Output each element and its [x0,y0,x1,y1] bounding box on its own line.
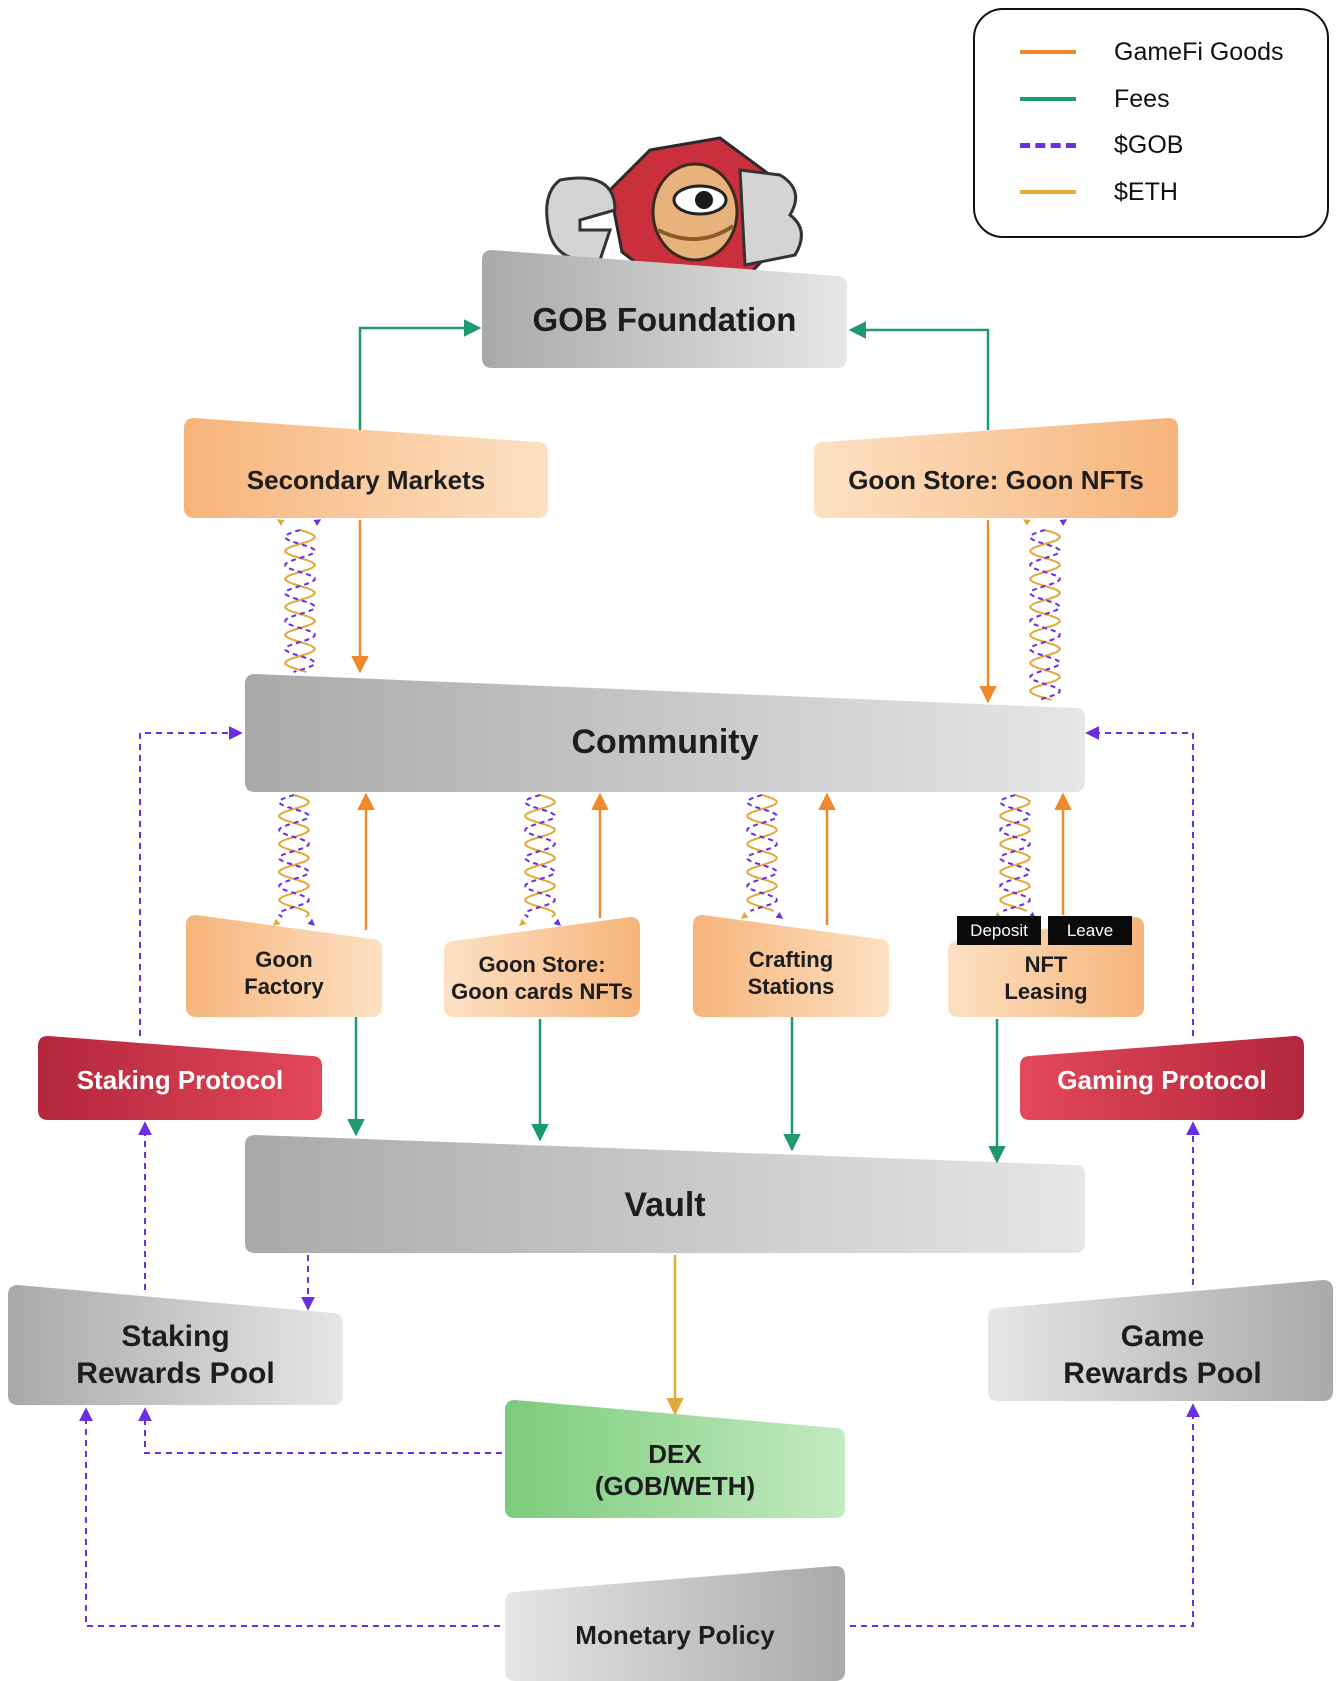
legend-item-gob: $GOB [1020,127,1183,163]
braid-crafting-gob-arrow [775,911,784,919]
community-node [245,674,1085,792]
gaming-protocol-node [1020,1036,1304,1120]
legend-swatch-eth [1020,190,1076,194]
braid-secondary-community-eth [284,529,316,673]
leave-tag: Leave [1048,916,1132,945]
legend-label: Fees [1114,84,1170,113]
gob-logo [545,136,803,292]
secondary-markets-node [184,418,548,518]
legend [973,8,1329,238]
goon-store-nfts-node [814,418,1178,518]
braid-goonstore-eth-arrow [1022,519,1031,526]
deposit-tag: Deposit [957,916,1041,945]
legend-label: $ETH [1114,177,1178,206]
braid-goonstore-community-gob [1029,529,1061,701]
dex-node [505,1400,845,1518]
legend-label: GameFi Goods [1114,37,1284,66]
braid-crafting-eth-arrow [740,911,749,919]
gob-edge-staking-protocol-to-community [139,726,243,1036]
braid-factory-gob-arrow [307,918,316,926]
legend-item-gamefi-goods: GameFi Goods [1020,34,1284,70]
monetary-policy-node [505,1566,845,1681]
braid-community-leasing-gob [999,794,1031,912]
vault-node [245,1135,1085,1253]
braid-secondary-eth-arrow [276,519,285,526]
legend-item-eth: $ETH [1020,174,1178,210]
braid-secondary-gob-arrow [313,519,322,526]
gob-edge-dex-to-staking-pool [138,1407,502,1454]
braid-cards-eth-arrow [518,918,527,926]
gob-edge-policy-to-game-pool [850,1403,1200,1627]
staking-rewards-pool-node [8,1285,343,1405]
gob-edge-policy-to-staking-pool [79,1407,500,1627]
staking-protocol-node [38,1036,322,1120]
braid-factory-eth-arrow [272,918,281,926]
legend-swatch-fees [1020,97,1076,101]
braid-community-factory-eth [278,794,310,918]
legend-swatch-goods [1020,50,1076,54]
legend-item-fees: Fees [1020,81,1170,117]
braid-community-crafting-eth [746,794,778,912]
fees-edge-secondary-to-foundation [358,319,482,430]
braid-community-crafting-gob [746,794,778,912]
gob-edge-gaming-protocol-to-community [1085,726,1194,1036]
braid-community-cards-eth [524,794,556,918]
game-rewards-pool-node [988,1280,1333,1401]
legend-label: $GOB [1114,130,1184,159]
fees-edge-goonstore-to-foundation [848,321,990,430]
braid-goonstore-gob-arrow [1059,519,1068,526]
braid-cards-gob-arrow [553,918,562,926]
goon-store-cards-node [444,917,640,1017]
goon-factory-node [186,915,382,1017]
braid-community-leasing-eth [999,794,1031,912]
gob-foundation-node [482,250,847,368]
crafting-stations-node [693,915,889,1017]
legend-swatch-gob [1020,142,1076,148]
braid-secondary-community-gob [284,529,316,673]
